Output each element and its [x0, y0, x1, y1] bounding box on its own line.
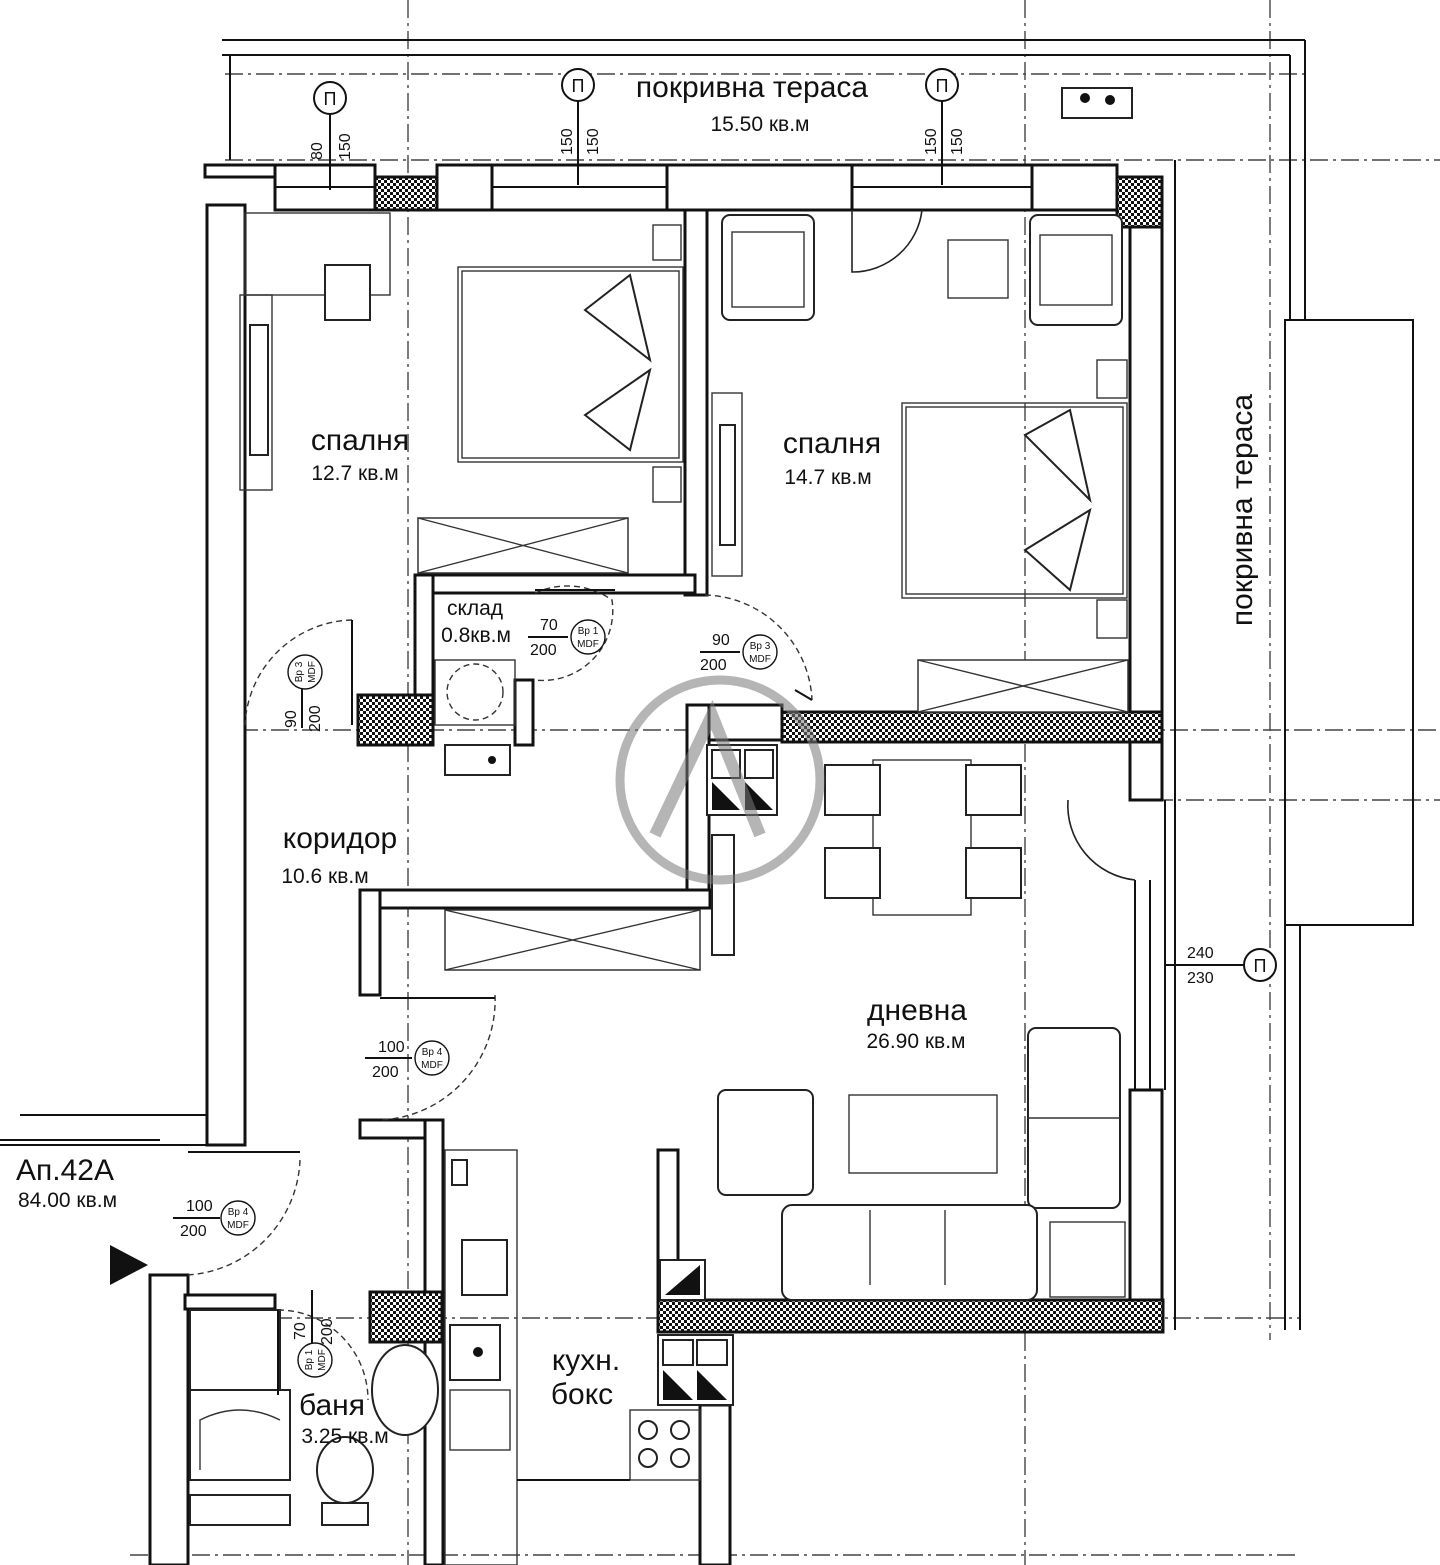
window-tag-3: П	[936, 76, 949, 96]
window-tag-1: П	[324, 89, 337, 109]
bathroom-area: 3.25 кв.м	[301, 1425, 388, 1448]
door-4-tag-b: MDF	[421, 1060, 443, 1071]
corridor-area: 10.6 кв.м	[281, 865, 368, 888]
window-tag-2: П	[572, 76, 585, 96]
dim-top-3b: 150	[949, 128, 966, 155]
door-5-height: 200	[180, 1223, 207, 1240]
living-name: дневна	[867, 994, 967, 1027]
dim-top-3a: 150	[923, 128, 940, 155]
kitchen-furniture	[444, 1149, 701, 1565]
dim-top-2a: 150	[559, 128, 576, 155]
watermark-logo-icon	[615, 675, 825, 885]
door-1-height: 200	[530, 642, 557, 659]
apartment-label: Ап.42А	[16, 1154, 114, 1187]
door-tag-1: 70 200 Вр 1 MDF	[528, 617, 606, 659]
door-6-tag-b: MDF	[317, 1349, 328, 1371]
door-1-tag-a: Вр 1	[578, 626, 599, 637]
dim-top-1a: 80	[309, 142, 326, 160]
bedroom-2-name: спалня	[783, 427, 881, 460]
door-2-height: 200	[700, 657, 727, 674]
room-labels: покривна тераса 15.50 кв.м покривна тера…	[16, 71, 1259, 1448]
roof-terrace-top-name: покривна тераса	[636, 71, 868, 104]
door-tag-3: 90 200 Вр 3 MDF	[283, 654, 324, 732]
bedroom-2-area: 14.7 кв.м	[784, 466, 871, 489]
window-tags: П П П П	[313, 68, 1277, 982]
door-5-width: 100	[186, 1198, 213, 1215]
bedroom-1-area: 12.7 кв.м	[311, 462, 398, 485]
wardrobe-bedroom-1	[417, 517, 629, 574]
entrance-arrow-icon	[110, 1245, 148, 1285]
wardrobe-corridor	[444, 909, 701, 971]
door-tag-6: 70 200 Вр 1 MDF	[292, 1290, 336, 1378]
door-1-width: 70	[540, 617, 558, 634]
roof-terrace-top-area: 15.50 кв.м	[710, 113, 809, 136]
doors	[110, 585, 813, 1401]
door-5-tag-a: Вр 4	[228, 1207, 249, 1218]
dim-top-1b: 150	[337, 133, 354, 160]
dim-right-a: 240	[1187, 945, 1214, 962]
wardrobe-bedroom-2	[917, 659, 1129, 713]
door-4-height: 200	[372, 1064, 399, 1081]
storage-area: 0.8кв.м	[441, 624, 511, 647]
living-area: 26.90 кв.м	[866, 1030, 965, 1053]
window-tag-4: П	[1254, 956, 1267, 976]
door-tag-4: 100 200 Вр 4 MDF	[365, 1039, 450, 1081]
kitchen-name-line-2: бокс	[551, 1378, 613, 1411]
door-6-width: 70	[292, 1322, 309, 1340]
door-tag-2: 90 200 Вр 3 MDF	[700, 632, 778, 674]
door-3-tag-b: MDF	[307, 661, 318, 683]
door-6-tag-a: Вр 1	[304, 1349, 315, 1370]
compass-icon	[1061, 87, 1133, 119]
storage-name: склад	[447, 597, 503, 620]
bedroom-1-furniture	[239, 212, 684, 574]
door-5-tag-b: MDF	[227, 1220, 249, 1231]
door-4-tag-a: Вр 4	[422, 1047, 443, 1058]
roof-terrace-right-outline	[1174, 160, 1414, 1330]
bedroom-1-name: спалня	[311, 424, 409, 457]
door-1-tag-b: MDF	[577, 639, 599, 650]
bedroom-2-furniture	[711, 209, 1129, 713]
door-6-height: 200	[319, 1318, 336, 1345]
door-3-tag-a: Вр 3	[294, 661, 305, 682]
window-dimensions: 80 150 150 150 150 150 240 230	[309, 128, 1214, 987]
roof-terrace-right-name: покривна тераса	[1226, 394, 1259, 626]
storage-furniture	[434, 659, 516, 776]
door-4-width: 100	[378, 1039, 405, 1056]
door-2-width: 90	[712, 632, 730, 649]
door-2-tag-b: MDF	[749, 654, 771, 665]
living-furniture	[717, 1027, 1126, 1301]
exterior-walls	[0, 163, 1166, 1565]
dining-set	[444, 759, 1136, 971]
apartment-area: 84.00 кв.м	[18, 1189, 117, 1212]
door-2-tag-a: Вр 3	[750, 641, 771, 652]
door-tag-5: 100 200 Вр 4 MDF	[173, 1198, 256, 1240]
door-3-height: 200	[307, 705, 324, 732]
kitchen-name-line-1: кухн.	[552, 1344, 620, 1377]
bathroom-furniture	[189, 1309, 439, 1526]
dim-top-2b: 150	[585, 128, 602, 155]
dim-right-b: 230	[1187, 970, 1214, 987]
door-3-width: 90	[283, 710, 300, 728]
corridor-name: коридор	[283, 822, 397, 855]
roof-terrace-top-outline	[222, 39, 1306, 320]
bathroom-name: баня	[299, 1389, 365, 1422]
